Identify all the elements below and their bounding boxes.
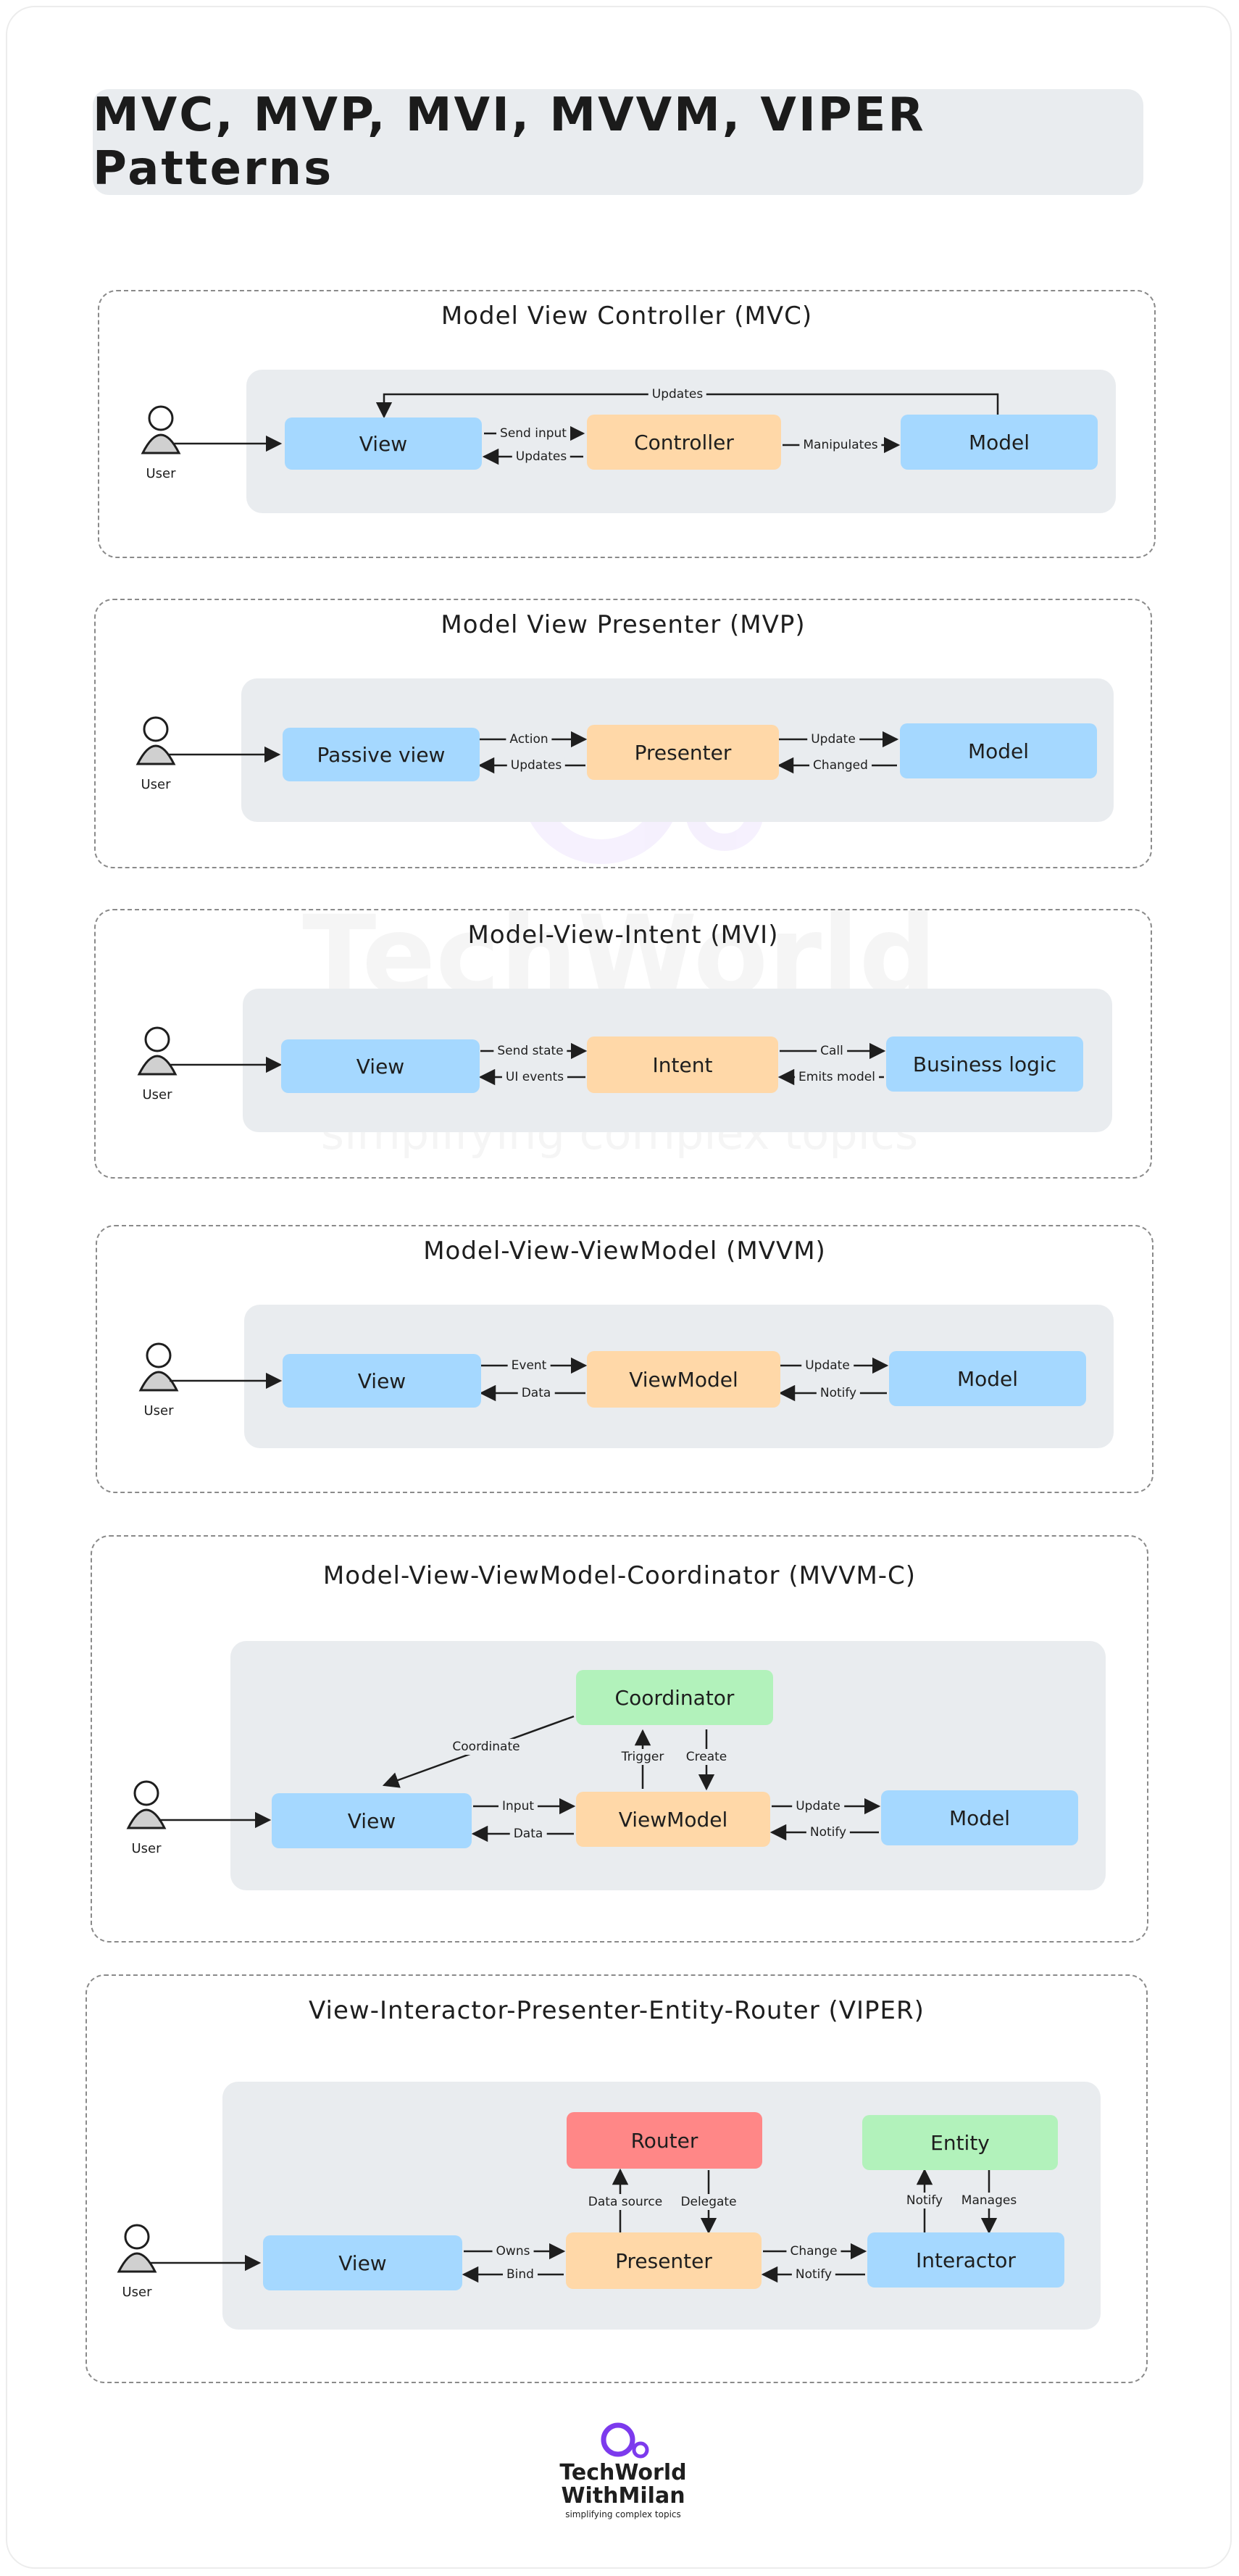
viper-data-source-label: Data source (584, 2194, 667, 2210)
mvvm-section: Model-View-ViewModel (MVVM) User View Vi… (96, 1225, 1154, 1493)
user-label: User (143, 1403, 174, 1418)
mvvmc-data-label: Data (509, 1826, 547, 1842)
viper-title: View-Interactor-Presenter-Entity-Router … (309, 1996, 925, 2025)
mvp-passive-view-box: Passive view (283, 728, 480, 781)
viper-entity-box: Entity (862, 2115, 1058, 2170)
title-bar: MVC, MVP, MVI, MVVM, VIPER Patterns (93, 88, 1143, 196)
mvvmc-arrows (159, 1715, 881, 1842)
mvc-title: Model View Controller (MVC) (441, 302, 813, 331)
mvp-presenter-box: Presenter (587, 725, 779, 780)
mvc-view-box: View (285, 417, 482, 470)
user-label: User (141, 777, 171, 792)
user-label: User (131, 1841, 162, 1856)
mvc-section: Model View Controller (MVC) User View Co… (98, 290, 1156, 558)
viper-presenter-box: Presenter (566, 2232, 762, 2289)
user-icon (138, 1342, 179, 1392)
user-label: User (146, 466, 176, 481)
mvvmc-coordinator-box: Coordinator (576, 1670, 773, 1725)
user-label: User (142, 1087, 172, 1102)
mvvmc-coordinate-label: Coordinate (449, 1739, 524, 1755)
mvi-send-state-label: Send state (493, 1043, 567, 1059)
viper-owns-label: Owns (492, 2243, 534, 2259)
viper-manages-label: Manages (957, 2193, 1021, 2209)
logo-tagline: simplifying complex topics (565, 2509, 681, 2519)
mvvm-notify-label: Notify (816, 1385, 861, 1401)
mvp-updates-label: Updates (506, 757, 566, 773)
techworld-logo: TechWorld WithMilan simplifying complex … (558, 2419, 688, 2550)
viper-section: View-Interactor-Presenter-Entity-Router … (85, 1974, 1148, 2383)
mvp-action-label: Action (506, 731, 552, 747)
user-actor: User (104, 2221, 170, 2308)
mvvm-title: Model-View-ViewModel (MVVM) (423, 1237, 826, 1266)
mvc-manipulates-label: Manipulates (799, 437, 882, 453)
mvp-changed-label: Changed (809, 757, 872, 773)
user-icon (141, 405, 181, 454)
viper-notify-bottom-label: Notify (791, 2267, 836, 2282)
mvi-view-box: View (281, 1039, 480, 1093)
mvi-ui-events-label: UI events (501, 1069, 568, 1085)
page-title: MVC, MVP, MVI, MVVM, VIPER Patterns (93, 88, 926, 196)
viper-router-box: Router (567, 2112, 762, 2169)
mvvmc-viewmodel-box: ViewModel (576, 1792, 770, 1847)
viper-interactor-box: Interactor (867, 2232, 1064, 2288)
mvvmc-trigger-label: Trigger (617, 1749, 668, 1765)
viper-change-label: Change (786, 2243, 841, 2259)
user-label: User (122, 2285, 152, 2300)
mvp-model-box: Model (900, 723, 1097, 778)
mvi-section: Model-View-Intent (MVI) User View Intent… (94, 909, 1152, 1179)
mvc-controller-box: Controller (587, 415, 781, 470)
mvc-updates-top-label: Updates (648, 386, 707, 402)
user-actor: User (126, 1339, 191, 1426)
mvi-emits-model-label: Emits model (795, 1069, 879, 1085)
mvvmc-notify-label: Notify (806, 1824, 851, 1840)
mvvm-frame (96, 1225, 1154, 1493)
mvp-title: Model View Presenter (MVP) (441, 610, 806, 639)
mvvmc-model-box: Model (881, 1790, 1078, 1845)
mvi-frame (94, 909, 1152, 1179)
viper-frame (85, 1974, 1148, 2383)
mvp-update-label: Update (807, 731, 859, 747)
user-icon (135, 716, 176, 765)
user-icon (117, 2224, 157, 2273)
mvvm-update-label: Update (801, 1358, 854, 1374)
viper-bind-label: Bind (503, 2267, 538, 2282)
mvvm-data-label: Data (517, 1385, 555, 1401)
mvvmc-title: Model-View-ViewModel-Coordinator (MVVM-C… (322, 1561, 917, 1590)
mvc-updates-label: Updates (512, 449, 571, 465)
mvvm-event-label: Event (507, 1358, 551, 1374)
mvi-intent-box: Intent (587, 1036, 778, 1093)
mvvm-view-box: View (283, 1354, 481, 1408)
logo-mark-icon (601, 2422, 649, 2459)
user-actor: User (125, 1023, 190, 1110)
logo-line1: TechWorld (559, 2460, 687, 2485)
user-actor: User (114, 1777, 179, 1864)
mvc-send-input-label: Send input (496, 425, 570, 441)
mvvm-viewmodel-box: ViewModel (587, 1351, 780, 1408)
user-icon (126, 1780, 167, 1829)
viper-delegate-label: Delegate (677, 2194, 741, 2210)
user-actor: User (128, 402, 193, 489)
viper-notify-top-label: Notify (902, 2193, 947, 2209)
mvvmc-input-label: Input (498, 1798, 538, 1814)
mvc-model-box: Model (901, 415, 1098, 470)
viper-arrows (149, 2168, 998, 2283)
mvp-frame (94, 599, 1152, 868)
mvvm-model-box: Model (889, 1351, 1086, 1406)
user-icon (137, 1026, 178, 1076)
viper-view-box: View (263, 2235, 462, 2290)
mvvmc-section: Model-View-ViewModel-Coordinator (MVVM-C… (91, 1535, 1148, 1943)
mvvmc-frame (91, 1535, 1148, 1943)
user-actor: User (123, 713, 188, 800)
mvvmc-view-box: View (272, 1793, 472, 1848)
logo-line2: WithMilan (561, 2483, 685, 2509)
mvi-title: Model-View-Intent (MVI) (467, 921, 779, 950)
mvvmc-create-label: Create (682, 1749, 731, 1765)
mvvmc-update-label: Update (792, 1798, 844, 1814)
mvp-section: Model View Presenter (MVP) User Passive … (94, 599, 1152, 868)
mvi-call-label: Call (817, 1043, 847, 1059)
mvi-business-logic-box: Business logic (886, 1036, 1083, 1092)
mvc-frame (98, 290, 1156, 558)
